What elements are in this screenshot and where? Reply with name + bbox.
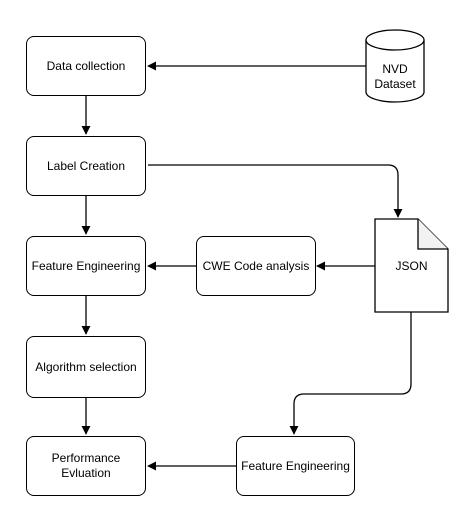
data-collection-label: Data collection (46, 58, 126, 73)
edge-json-to-feature-engineering-secondary (289, 312, 412, 435)
nvd-dataset-label: NVD Dataset (374, 62, 416, 91)
data-collection-node: Data collection (26, 36, 146, 96)
feature-engineering-node: Feature Engineering (26, 236, 146, 296)
algorithm-selection-node: Algorithm selection (26, 336, 146, 398)
feature-engineering-label: Feature Engineering (31, 258, 141, 273)
json-document-icon (374, 218, 449, 313)
cwe-code-analysis-label: CWE Code analysis (202, 258, 310, 273)
database-cylinder-icon (365, 29, 425, 103)
performance-evaluation-node: Performance Evluation (26, 436, 146, 496)
json-label: JSON (395, 259, 428, 273)
performance-evaluation-label: Performance Evluation (51, 451, 121, 480)
feature-engineering-secondary-node: Feature Engineering (236, 436, 355, 496)
feature-engineering-secondary-label: Feature Engineering (241, 458, 350, 473)
label-creation-label: Label Creation (46, 158, 126, 173)
cwe-code-analysis-node: CWE Code analysis (196, 236, 316, 296)
label-creation-node: Label Creation (26, 136, 146, 196)
algorithm-selection-label: Algorithm selection (35, 359, 137, 374)
edge-label-creation-to-json (148, 164, 403, 218)
